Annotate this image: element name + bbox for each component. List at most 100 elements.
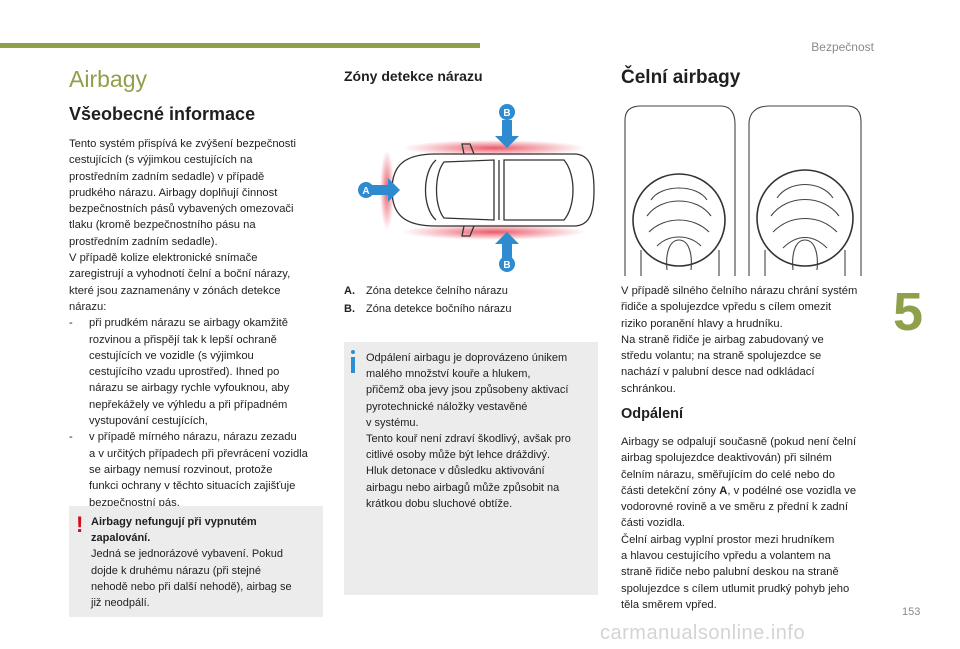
list-dash: - — [69, 317, 73, 330]
legend-row-a: A. Zóna detekce čelního nárazu — [344, 282, 594, 300]
text-line: prostředním zadním sedadle) v případě — [69, 170, 265, 183]
text-line: Jedná se jednorázové vybavení. Pokud — [91, 548, 284, 561]
marker-b-bottom-label: B — [503, 260, 510, 271]
arrow-a — [364, 178, 400, 202]
text-line: středu volantu; na straně spolujezdce se — [621, 350, 822, 363]
page-number: 153 — [902, 606, 921, 618]
text-line: v případě mírného nárazu, nárazu zezadu — [89, 431, 297, 444]
list-item-text: v případě mírného nárazu, nárazu zezadu a… — [89, 431, 308, 508]
warning-title: Airbagy nefungují při vypnutém — [91, 516, 257, 528]
section-label: Bezpečnost — [811, 40, 874, 54]
list-item: -v případě mírného nárazu, nárazu zezadu… — [69, 429, 324, 510]
side-zone-bottom — [402, 224, 586, 240]
text-line: V případě silného čelního nárazu chrání … — [621, 285, 858, 297]
intro-paragraph: Tento systém přispívá ke zvýšení bezpečn… — [69, 136, 324, 315]
legend-key: B. — [344, 303, 355, 315]
text-line: rozvinou a přispějí tak k lepší ochraně — [89, 333, 277, 346]
text-line: vodorovné rovině a ve směru z přední k z… — [621, 501, 848, 514]
text-line: riziko poranění hlavy a hrudníku. — [621, 317, 783, 330]
legend-text: Zóna detekce bočního nárazu — [366, 303, 512, 315]
text-line: prudkého nárazu. Airbagy doplňují činnos… — [69, 186, 278, 199]
text-line: v systému. — [366, 416, 419, 429]
text-line: Airbagy se odpalují současně (pokud není… — [621, 436, 857, 448]
text-line: pyrotechnické náložky vestavěné — [366, 400, 528, 413]
text-line: nárazu se airbagy rychle vyfouknou, aby — [89, 382, 290, 395]
car-outline — [391, 143, 595, 237]
text-line: Tento systém přispívá ke zvýšení bezpečn… — [69, 138, 296, 150]
text-line: řidiče a spolujezdce vpředu s cílem omez… — [621, 301, 832, 314]
text-line: nepřekážely ve výhledu a při případném — [89, 398, 288, 411]
text-line: Hluk detonace v důsledku aktivování — [366, 465, 545, 478]
text-line: Odpálení airbagu je doprovázeno únikem — [366, 352, 568, 364]
diagram-legend: A. Zóna detekce čelního nárazu B. Zóna d… — [344, 282, 594, 318]
text-line: zaregistrují a vyhodnotí čelní a boční n… — [69, 268, 291, 281]
text-line: citlivé osoby může být lehce dráždivý. — [366, 449, 551, 462]
warning-icon: ! — [76, 512, 84, 537]
text-line: funkci ochrany v těchto situacích zajišť… — [89, 480, 296, 493]
text-line: těla směrem vpřed. — [621, 598, 717, 611]
deployment-text-pre: části detekční zóny — [621, 484, 720, 497]
text-line: cestujících ve vozidle (s výjimkou — [89, 349, 254, 362]
header-accent-bar — [0, 43, 480, 48]
front-airbags-illustration — [624, 105, 862, 276]
deployment-lines-2: vodorovné rovině a ve směru z přední k z… — [621, 501, 849, 611]
text-line: schránkou. — [621, 382, 676, 395]
marker-a — [358, 182, 374, 198]
text-line: airbag spolujezdce deaktivován) při siln… — [621, 452, 832, 465]
warning-text: Airbagy nefungují při vypnutém zapalován… — [91, 514, 313, 611]
text-line: které jsou zaznamenány v zónách detekce — [69, 284, 281, 297]
info-text: Odpálení airbagu je doprovázeno únikem ma… — [366, 350, 592, 512]
text-line: malého množství kouře a hlukem, — [366, 368, 531, 381]
text-line: přičemž oba jevy jsou způsobeny aktivací — [366, 384, 569, 397]
side-zone-top — [402, 140, 586, 156]
heading-general-info: Všeobecné informace — [69, 104, 256, 124]
legend-key: A. — [344, 285, 355, 297]
info-icon — [351, 350, 355, 354]
marker-b-bottom — [499, 256, 515, 272]
deployment-mixed-line: části detekční zóny A, v podélné ose voz… — [621, 485, 856, 497]
text-line: dojde k druhému nárazu (při stejné — [91, 564, 261, 577]
text-line: airbagu nebo airbagů může způsobit na — [366, 481, 560, 494]
deployment-lines-1: Airbagy se odpalují současně (pokud není… — [621, 436, 856, 481]
warning-body: Jedná se jednorázové vybavení. Pokud dojd… — [91, 548, 292, 609]
warning-box: ! Airbagy nefungují při vypnutém zapalov… — [69, 506, 323, 617]
arrow-b-bottom — [495, 232, 519, 260]
deployment-text-post: , v podélné ose vozidla ve — [727, 484, 857, 497]
car-detection-zones-diagram: A B B — [358, 104, 595, 272]
text-line: a hlavou cestujícího vpředu a volantem n… — [621, 550, 831, 563]
text-line: krátkou dobu sluchové obtíže. — [366, 497, 513, 510]
text-line: prostředním zadním sedadle). — [69, 235, 218, 248]
marker-b-top — [499, 104, 515, 120]
marker-a-label: A — [362, 186, 369, 197]
watermark: carmanualsonline.info — [600, 622, 806, 644]
front-airbags-text: V případě silného čelního nárazu chrání … — [621, 283, 881, 397]
deployment-text: Airbagy se odpalují současně (pokud není… — [621, 434, 881, 613]
text-line: čelním nárazu, směřujícím do celé nebo d… — [621, 468, 835, 481]
text-line: V případě kolize elektronické snímače — [69, 252, 258, 265]
arrow-b-top — [495, 120, 519, 148]
zone-a-ref: A — [719, 484, 728, 497]
heading-front-airbags: Čelní airbagy — [621, 67, 741, 88]
text-line: již neodpálí. — [91, 597, 150, 610]
warning-title: zapalování. — [91, 532, 151, 545]
info-box: Odpálení airbagu je doprovázeno únikem ma… — [344, 342, 598, 595]
legend-text: Zóna detekce čelního nárazu — [366, 285, 508, 297]
text-line: spolujezdce s cílem utlumit prudký pohyb… — [621, 582, 850, 595]
general-info-text: Tento systém přispívá ke zvýšení bezpečn… — [69, 136, 324, 511]
text-line: cestujícího vzadu uprostřed). Ihned po — [89, 366, 280, 379]
text-line: a v určitých případech při převrácení vo… — [89, 447, 308, 460]
text-line: bezpečnostní pás. — [89, 496, 180, 509]
marker-b-top-label: B — [503, 108, 510, 119]
chapter-number: 5 — [893, 282, 924, 342]
text-line: se airbagy nemusí rozvinout, protože — [89, 463, 273, 476]
text-line: bezpečnostních pásů vybavených omezovači — [69, 203, 294, 216]
heading-detection-zones: Zóny detekce nárazu — [344, 68, 483, 84]
text-line: tlaku (kromě bezpečnostního pásu na — [69, 219, 256, 232]
text-line: části vozidla. — [621, 517, 686, 530]
text-line: vystupování cestujících, — [89, 415, 208, 428]
info-icon-bar — [351, 357, 355, 373]
text-line: Čelní airbag vyplní prostor mezi hrudník… — [621, 533, 835, 546]
text-line: Na straně řidiče je airbag zabudovaný ve — [621, 333, 824, 346]
